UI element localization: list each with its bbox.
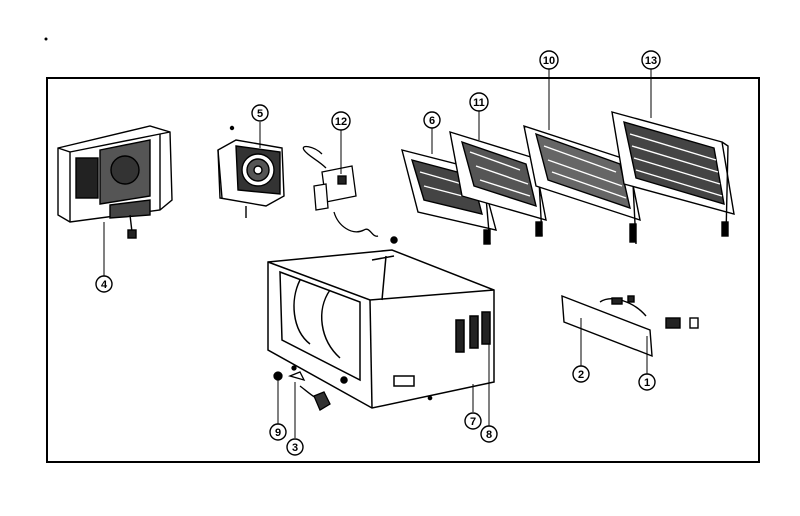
callout-label-4: 4 xyxy=(101,279,108,291)
callout-13: 13 xyxy=(641,50,661,70)
callout-label-9: 9 xyxy=(275,427,281,439)
callout-6: 6 xyxy=(423,111,441,129)
callout-11: 11 xyxy=(469,92,489,112)
diagram-border xyxy=(46,77,760,463)
drive-module xyxy=(302,145,379,237)
callout-3: 3 xyxy=(286,438,304,456)
callout-label-10: 10 xyxy=(543,55,555,67)
callout-label-11: 11 xyxy=(473,97,485,109)
drive-bracket xyxy=(561,294,699,358)
callout-label-8: 8 xyxy=(486,429,492,441)
callout-12: 12 xyxy=(331,111,351,131)
callout-7: 7 xyxy=(464,412,482,430)
callout-10: 10 xyxy=(539,50,559,70)
callout-label-2: 2 xyxy=(578,369,584,381)
cooling-fan xyxy=(217,125,285,218)
callout-5: 5 xyxy=(251,104,269,122)
callout-label-12: 12 xyxy=(335,116,347,128)
speck xyxy=(44,37,48,41)
callout-label-13: 13 xyxy=(645,55,657,67)
power-supply xyxy=(57,125,173,239)
leader-lines xyxy=(103,68,652,438)
callout-8: 8 xyxy=(480,425,498,443)
callout-label-7: 7 xyxy=(470,416,476,428)
chassis-frame xyxy=(267,236,495,409)
callout-2: 2 xyxy=(572,365,590,383)
callout-label-1: 1 xyxy=(644,377,650,389)
callout-label-3: 3 xyxy=(292,442,298,454)
callout-label-6: 6 xyxy=(429,115,435,127)
callout-4: 4 xyxy=(95,275,113,293)
callout-1: 1 xyxy=(638,373,656,391)
small-hardware xyxy=(273,365,331,411)
callout-label-5: 5 xyxy=(257,108,263,120)
callout-9: 9 xyxy=(269,423,287,441)
expansion-card-11 xyxy=(449,130,547,237)
expansion-card-10 xyxy=(523,124,641,245)
expansion-card-13 xyxy=(611,111,735,237)
